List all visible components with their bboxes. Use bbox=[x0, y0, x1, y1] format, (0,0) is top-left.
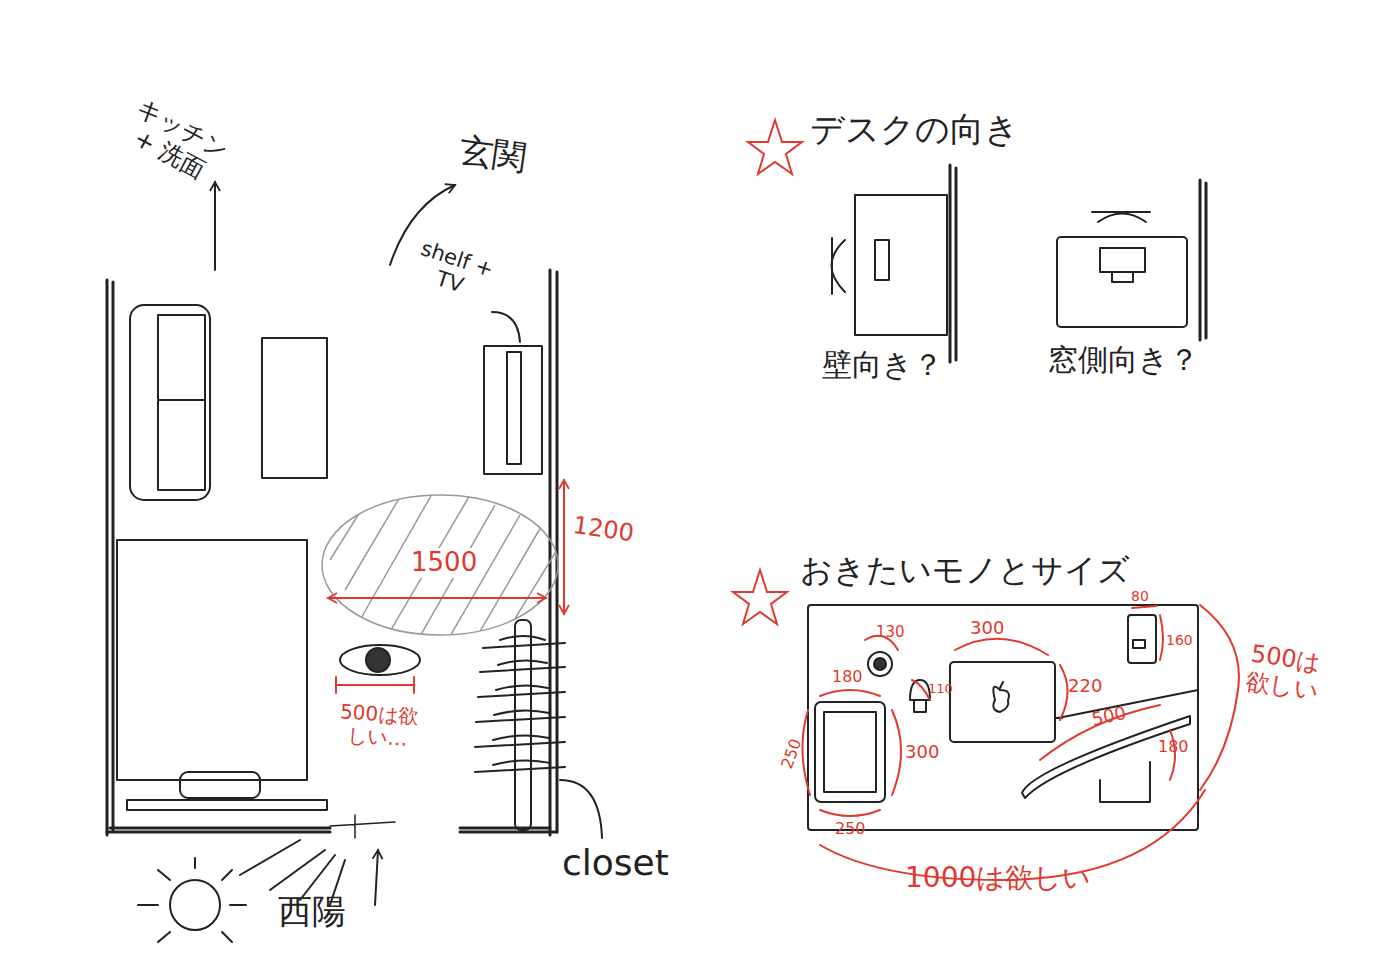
dimension-note: 500は欲しい bbox=[1242, 640, 1326, 705]
dimension-value: 160 bbox=[1166, 632, 1193, 648]
dimension-value: 180 bbox=[832, 668, 863, 686]
section-heading: おきたいモノとサイズ bbox=[800, 552, 1130, 589]
room-note: キッチン + 洗面 bbox=[114, 92, 237, 193]
room-note: 玄関 bbox=[457, 130, 530, 178]
dimension-value: 220 bbox=[1068, 676, 1102, 697]
dimension-value: 130 bbox=[876, 624, 905, 641]
dimension-note: 1000は欲しい bbox=[905, 862, 1091, 894]
dimension-value: 1500 bbox=[408, 548, 480, 578]
dimension-note: 500は欲しい… bbox=[335, 700, 422, 752]
dimension-value: 300 bbox=[905, 742, 939, 763]
dimension-value: 1200 bbox=[571, 512, 635, 548]
dimension-value: 250 bbox=[778, 736, 806, 771]
dimension-value: 250 bbox=[835, 820, 866, 838]
section-heading: デスクの向き bbox=[810, 110, 1019, 149]
sun-note: 西陽 bbox=[278, 892, 346, 931]
dimension-value: 180 bbox=[1158, 738, 1189, 756]
dimension-value: 80 bbox=[1131, 588, 1149, 604]
dimension-value: 500 bbox=[1090, 703, 1128, 730]
furniture-note: closet bbox=[562, 842, 669, 883]
dimension-value: 300 bbox=[970, 618, 1004, 639]
dimension-value: 110 bbox=[928, 682, 953, 697]
option-label: 窓側向き？ bbox=[1048, 343, 1199, 378]
furniture-note: shelf + TV bbox=[410, 236, 497, 305]
option-label: 壁向き？ bbox=[822, 348, 943, 383]
